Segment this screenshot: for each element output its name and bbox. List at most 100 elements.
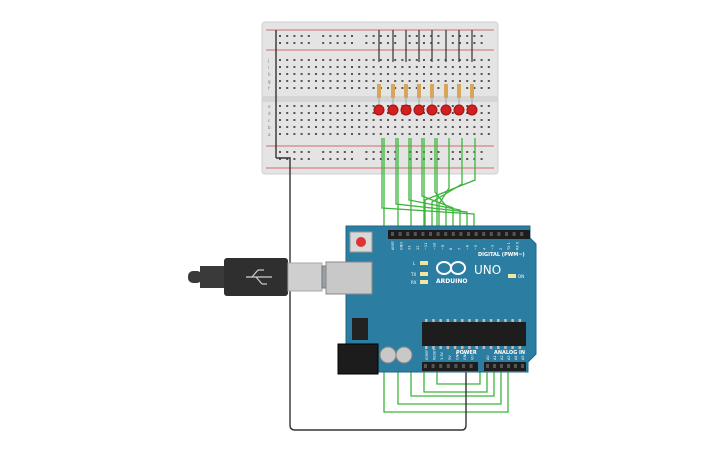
breadboard-jumper-wires[interactable] <box>275 30 473 158</box>
digital-pin-label: GND <box>399 242 403 250</box>
hole <box>415 66 418 68</box>
hole <box>329 87 332 89</box>
hole <box>459 35 461 37</box>
hole <box>430 119 433 121</box>
hole <box>451 42 454 44</box>
hole <box>459 80 461 82</box>
hole <box>329 112 332 114</box>
hole <box>466 73 469 75</box>
hole <box>322 87 325 89</box>
hole <box>365 80 368 82</box>
hole <box>307 59 310 61</box>
chip-pin <box>439 346 442 349</box>
hole <box>480 119 483 121</box>
digital-header[interactable] <box>388 230 530 239</box>
signal-wire[interactable] <box>434 138 447 234</box>
hole <box>437 105 440 107</box>
hole <box>437 80 440 82</box>
chip-pin <box>475 346 478 349</box>
led-with-resistor[interactable] <box>453 84 465 116</box>
hole <box>351 133 353 135</box>
hole <box>415 59 418 61</box>
power-label: POWER <box>456 350 477 356</box>
led-with-resistor[interactable] <box>466 84 478 116</box>
hole <box>379 151 382 153</box>
arduino-uno-board[interactable]: ARDUINO UNO DIGITAL (PWM~) POWER ANALOG … <box>325 225 537 375</box>
hole <box>372 158 375 160</box>
hole <box>365 59 368 61</box>
power-jack[interactable] <box>337 343 379 375</box>
led[interactable] <box>373 104 385 116</box>
usb-port[interactable] <box>325 261 373 295</box>
hole <box>343 87 346 89</box>
led-with-resistor[interactable] <box>400 84 412 116</box>
led[interactable] <box>413 104 425 116</box>
led-array[interactable] <box>373 84 478 116</box>
hole <box>315 119 317 121</box>
signal-wire[interactable] <box>424 138 476 234</box>
hole <box>307 133 310 135</box>
led[interactable] <box>453 104 465 116</box>
led[interactable] <box>387 104 399 116</box>
hole <box>365 105 368 107</box>
header-pin <box>497 232 501 236</box>
chip-pin <box>497 346 500 349</box>
row-letter: f <box>268 86 270 91</box>
hole <box>351 119 353 121</box>
hole <box>358 126 361 128</box>
hole <box>459 158 461 160</box>
hole <box>401 80 404 82</box>
hole <box>358 105 361 107</box>
hole <box>408 73 411 75</box>
hole <box>444 66 447 68</box>
led[interactable] <box>466 104 478 116</box>
signal-wire[interactable] <box>408 138 461 234</box>
hole <box>336 158 339 160</box>
hole <box>401 66 404 68</box>
hole <box>307 87 310 89</box>
led-with-resistor[interactable] <box>426 84 438 116</box>
hole <box>336 66 339 68</box>
hole <box>423 42 425 44</box>
row-letter: i <box>268 65 269 70</box>
led-with-resistor[interactable] <box>373 84 385 116</box>
chip-pin <box>482 319 486 322</box>
led[interactable] <box>400 104 412 116</box>
header-pin <box>398 232 402 236</box>
resistor <box>391 84 395 98</box>
hole <box>307 158 310 160</box>
led-with-resistor[interactable] <box>387 84 399 116</box>
led[interactable] <box>440 104 452 116</box>
digital-pin-label: 4 <box>482 247 486 250</box>
signal-wire[interactable] <box>431 138 463 234</box>
signal-wire[interactable] <box>438 138 450 234</box>
hole <box>487 105 490 107</box>
ground-wire[interactable] <box>276 157 467 431</box>
hole <box>466 87 469 89</box>
hole <box>300 126 303 128</box>
hole <box>437 126 440 128</box>
hole <box>351 158 353 160</box>
hole <box>358 133 361 135</box>
hole <box>394 151 397 153</box>
hole <box>408 42 411 44</box>
hole <box>300 80 303 82</box>
led-with-resistor[interactable] <box>440 84 452 116</box>
hole <box>372 59 375 61</box>
signal-wire[interactable] <box>381 138 475 234</box>
hole <box>300 105 303 107</box>
chip-pin <box>489 319 493 322</box>
power-header[interactable] <box>422 362 478 371</box>
hole <box>336 126 339 128</box>
header-pin <box>424 364 427 368</box>
hole <box>307 151 310 153</box>
led-with-resistor[interactable] <box>413 84 425 116</box>
hole <box>336 151 339 153</box>
chip-pin <box>482 346 486 349</box>
hole <box>336 73 339 75</box>
analog-header[interactable] <box>484 362 526 371</box>
hole <box>286 105 289 107</box>
led[interactable] <box>426 104 438 116</box>
hole <box>430 158 433 160</box>
hole <box>473 73 476 75</box>
